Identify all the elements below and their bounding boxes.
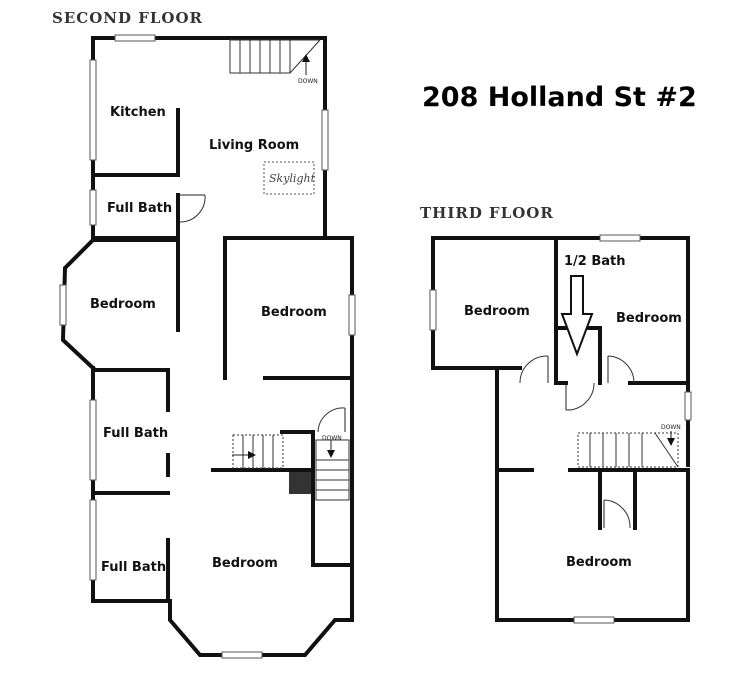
- arrow-right-icon: [248, 451, 256, 459]
- room-full-bath-3: Full Bath: [101, 560, 166, 575]
- third-floor-label: THIRD FLOOR: [420, 204, 554, 222]
- listing-title: 208 Holland St #2: [422, 82, 697, 113]
- third-floor-walls: [431, 236, 690, 622]
- skylight-box: [263, 161, 315, 195]
- third-floor-windows: [429, 234, 692, 624]
- third-floor-doors: [519, 355, 635, 529]
- second-floor-label: SECOND FLOOR: [52, 9, 203, 27]
- stair-down-label-third: DOWN: [661, 424, 681, 431]
- room-bedroom-bottom: Bedroom: [212, 556, 278, 571]
- room-bedroom-third-right: Bedroom: [616, 311, 682, 326]
- room-full-bath-1: Full Bath: [107, 201, 172, 216]
- room-living-room: Living Room: [209, 138, 299, 153]
- room-full-bath-2: Full Bath: [103, 426, 168, 441]
- room-bedroom-third-bottom: Bedroom: [566, 555, 632, 570]
- arrow-up-icon: [302, 54, 310, 62]
- third-floor-stairs: DOWN: [577, 424, 681, 468]
- second-floor-top-stairs: DOWN: [229, 39, 321, 85]
- skylight-label: Skylight: [269, 172, 316, 185]
- room-half-bath: 1/2 Bath: [564, 254, 626, 269]
- stair-down-label-mid: DOWN: [322, 435, 342, 442]
- chimney-block: [289, 472, 311, 494]
- stair-down-label-top: DOWN: [298, 78, 318, 85]
- second-floor-mid-stairs: DOWN: [232, 434, 350, 501]
- room-bedroom-center: Bedroom: [261, 305, 327, 320]
- room-kitchen: Kitchen: [110, 105, 166, 120]
- second-floor-windows: [59, 34, 356, 659]
- arrow-down-icon-third: [667, 438, 675, 446]
- half-bath-arrow-icon: [560, 275, 594, 357]
- arrow-down-icon: [327, 450, 335, 458]
- room-bedroom-left: Bedroom: [90, 297, 156, 312]
- second-floor-doors: [179, 194, 346, 433]
- room-bedroom-third-left: Bedroom: [464, 304, 530, 319]
- second-floor-walls: [60, 36, 354, 657]
